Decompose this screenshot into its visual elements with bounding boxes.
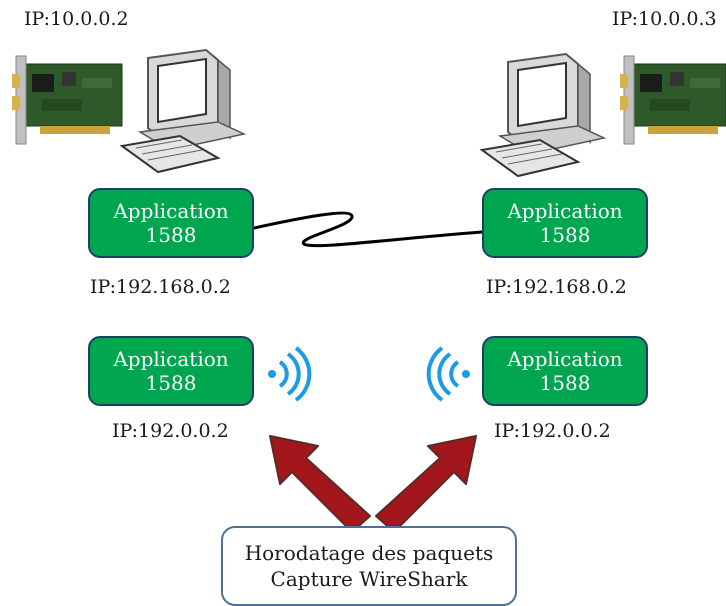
app-number: 1588 <box>145 371 197 395</box>
wifi-signal-icon <box>426 346 470 402</box>
wifi-signal-icon <box>268 346 312 402</box>
arrow-icon <box>375 435 477 533</box>
note-line-1: Horodatage des paquets <box>244 541 494 565</box>
computer-icon <box>479 52 607 178</box>
arrows <box>269 435 477 533</box>
app-box-bottom-left: Application 1588 <box>88 336 254 406</box>
computer-icon <box>119 48 247 174</box>
left-host-ip: IP:10.0.0.2 <box>24 8 129 30</box>
right-wireless-ip: IP:192.0.0.2 <box>494 420 611 442</box>
capture-note: Horodatage des paquets Capture WireShark <box>221 526 517 606</box>
cable-link <box>252 211 484 248</box>
app-box-top-right: Application 1588 <box>482 188 648 258</box>
right-app-ip: IP:192.168.0.2 <box>486 276 627 298</box>
app-box-bottom-right: Application 1588 <box>482 336 648 406</box>
app-number: 1588 <box>539 371 591 395</box>
arrow-icon <box>269 435 371 533</box>
network-card-icon <box>620 55 726 145</box>
app-label: Application <box>113 347 229 371</box>
app-label: Application <box>507 347 623 371</box>
network-card-icon <box>12 55 123 145</box>
left-app-ip: IP:192.168.0.2 <box>90 276 231 298</box>
app-label: Application <box>507 199 623 223</box>
app-label: Application <box>113 199 229 223</box>
app-number: 1588 <box>145 223 197 247</box>
app-number: 1588 <box>539 223 591 247</box>
note-line-2: Capture WireShark <box>270 567 468 591</box>
left-wireless-ip: IP:192.0.0.2 <box>112 420 229 442</box>
right-host-ip: IP:10.0.0.3 <box>612 8 717 30</box>
app-box-top-left: Application 1588 <box>88 188 254 258</box>
